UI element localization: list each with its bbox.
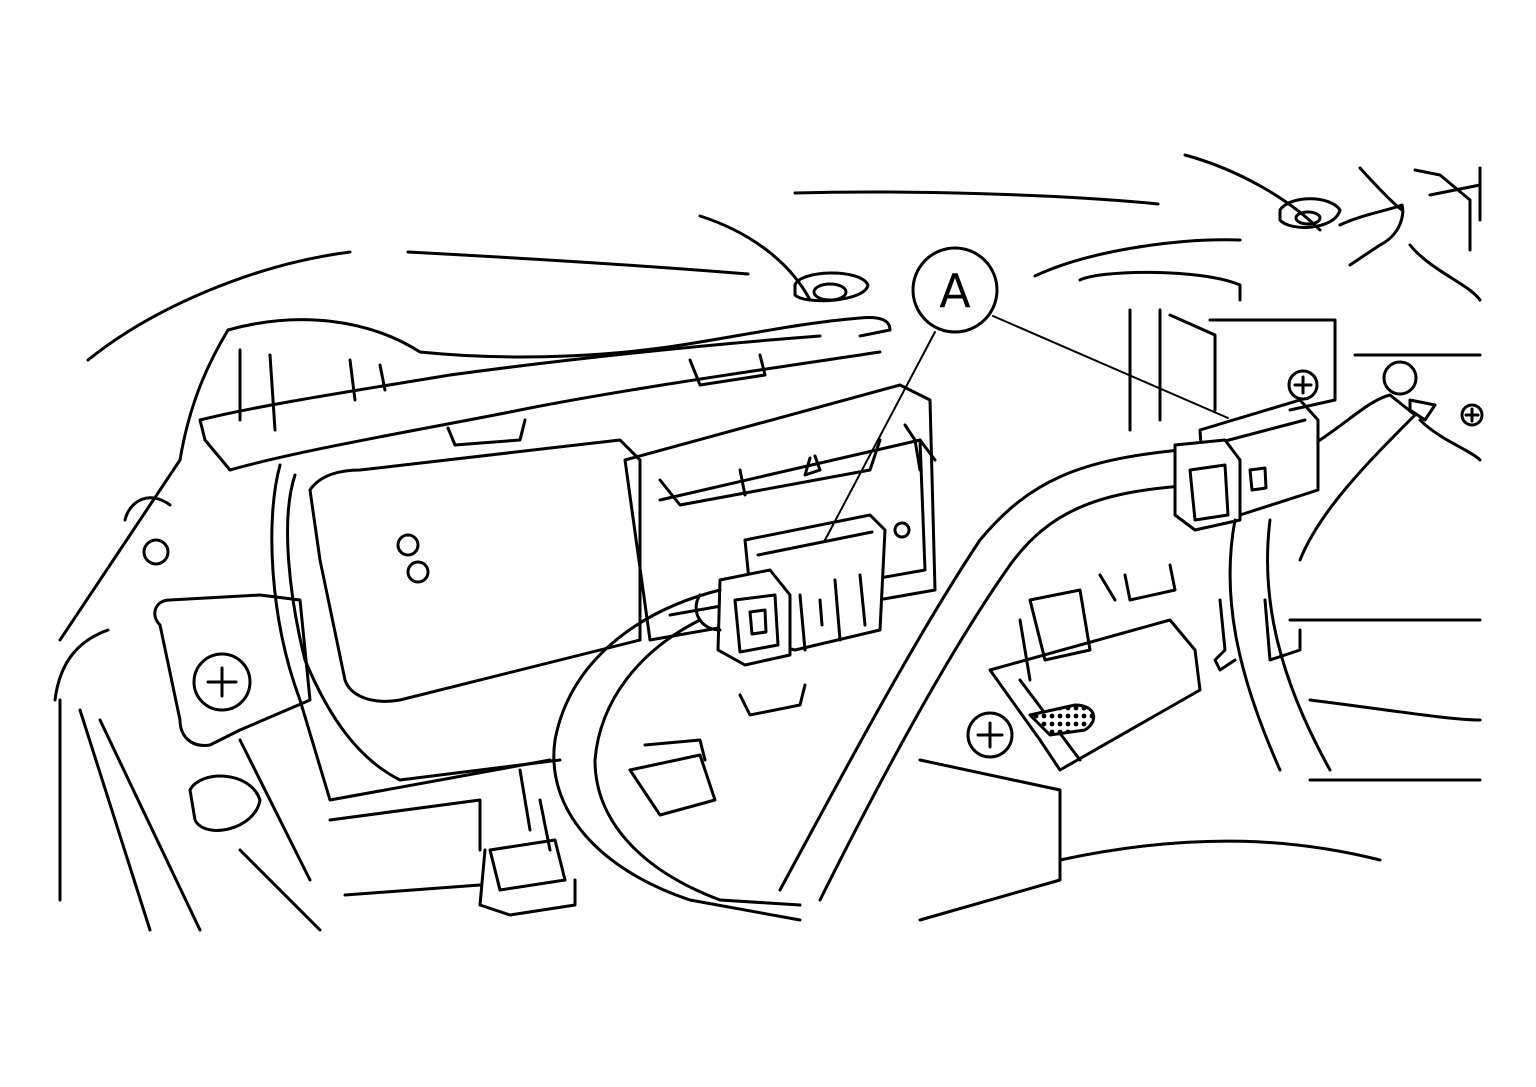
right-clip-arm (1213, 360, 1484, 772)
lower-housing (478, 563, 1202, 922)
right-upper-bracket (1078, 168, 1482, 432)
callout-a-label: A (939, 264, 971, 318)
wire-harness (552, 448, 1202, 922)
callout-a: A (824, 246, 1229, 541)
upper-bracket-rail (53, 316, 892, 702)
lower-left-frame (58, 618, 1482, 932)
callout-a-leader-left (824, 331, 936, 541)
control-module-body (270, 438, 642, 802)
callout-a-leader-right (992, 315, 1229, 419)
upper-mounting-boss (793, 271, 870, 303)
harness-connector-a (716, 513, 887, 667)
left-mounting-tab (153, 593, 312, 747)
right-harness-connector (1173, 398, 1320, 532)
upper-panel-contours (86, 153, 1482, 362)
